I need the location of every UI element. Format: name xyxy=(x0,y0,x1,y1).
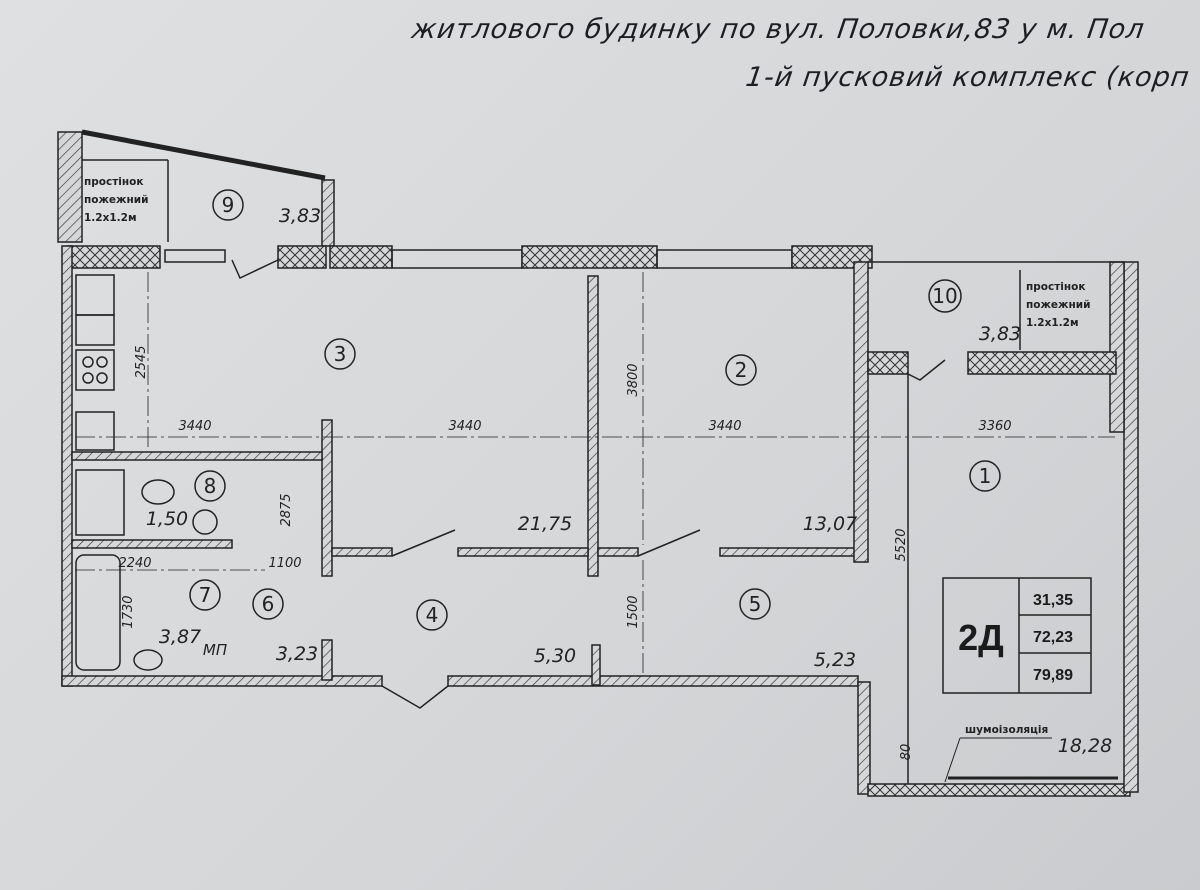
room-number: 10 xyxy=(932,284,957,308)
room-10-area: 3,83 xyxy=(979,323,1021,345)
label: 1.2х1.2м xyxy=(1026,317,1079,329)
room-5-area: 5,23 xyxy=(814,649,856,671)
fire-wall-note-9: простінок xyxy=(84,176,144,188)
label: 2875 xyxy=(279,493,294,526)
room-7-marker: 7 xyxy=(189,579,221,611)
notes: простінок пожежний 1.2х1.2м простінок по… xyxy=(84,176,1090,783)
label: 1100 xyxy=(268,556,301,571)
room-markers: 1 2 3 4 5 6 7 8 9 10 xyxy=(189,189,1001,631)
room-number: 5 xyxy=(749,592,762,616)
room-6-marker: 6 xyxy=(252,588,284,620)
apartment-type: 2Д xyxy=(958,617,1004,658)
label: 3360 xyxy=(978,419,1011,434)
room-number: 6 xyxy=(262,592,275,616)
room-9-marker: 9 xyxy=(212,189,244,221)
room-8-area: 1,50 xyxy=(146,508,188,530)
dimension-labels: 3440 3440 3440 3360 2545 3800 2875 2240 … xyxy=(118,345,1011,760)
room-2-marker: 2 xyxy=(725,354,757,386)
apartment-summary-box: 2Д 31,35 72,23 79,89 xyxy=(942,577,1092,694)
room-9-area: 3,83 xyxy=(279,205,321,227)
fire-wall-note-10: простінок xyxy=(1026,281,1086,293)
room-6-area: 3,23 xyxy=(276,643,318,665)
room-8-marker: 8 xyxy=(194,470,226,502)
label: пожежний xyxy=(1026,299,1090,311)
label: 3440 xyxy=(708,419,741,434)
label: 3440 xyxy=(178,419,211,434)
insulation-label: шумоізоляція xyxy=(965,724,1048,736)
room-number: 1 xyxy=(979,464,992,488)
label: 3800 xyxy=(626,363,641,396)
room-4-marker: 4 xyxy=(416,599,448,631)
label: 1.2х1.2м xyxy=(84,212,137,224)
mp-label: МП xyxy=(203,641,227,659)
room-number: 7 xyxy=(199,583,212,607)
room-1-area: 18,28 xyxy=(1058,735,1112,757)
room-number: 2 xyxy=(735,358,748,382)
total-area: 72,23 xyxy=(1033,629,1073,646)
room-number: 3 xyxy=(334,342,347,366)
room-3-area: 21,75 xyxy=(518,513,572,535)
room-2-area: 13,07 xyxy=(803,513,857,535)
room-number: 4 xyxy=(426,603,439,627)
room-areas: 18,28 13,07 21,75 5,30 5,23 3,23 3,87 1,… xyxy=(146,205,1112,757)
room-5-marker: 5 xyxy=(739,588,771,620)
room-1-marker: 1 xyxy=(969,460,1001,492)
label: 1730 xyxy=(121,595,136,628)
room-7-area: 3,87 xyxy=(159,626,201,648)
total-area-with-balcony: 79,89 xyxy=(1033,667,1073,684)
label: 5520 xyxy=(894,528,909,561)
room-10-marker: 10 xyxy=(928,279,962,313)
room-number: 8 xyxy=(204,474,217,498)
label: 3440 xyxy=(448,419,481,434)
walls xyxy=(57,129,1139,797)
label: пожежний xyxy=(84,194,148,206)
room-number: 9 xyxy=(222,193,235,217)
room-3-marker: 3 xyxy=(324,338,356,370)
label: 80 xyxy=(899,744,914,761)
label: 1500 xyxy=(626,595,641,628)
label: 2545 xyxy=(134,345,149,378)
living-area: 31,35 xyxy=(1033,592,1073,609)
room-4-area: 5,30 xyxy=(534,645,576,667)
label: 2240 xyxy=(118,556,151,571)
